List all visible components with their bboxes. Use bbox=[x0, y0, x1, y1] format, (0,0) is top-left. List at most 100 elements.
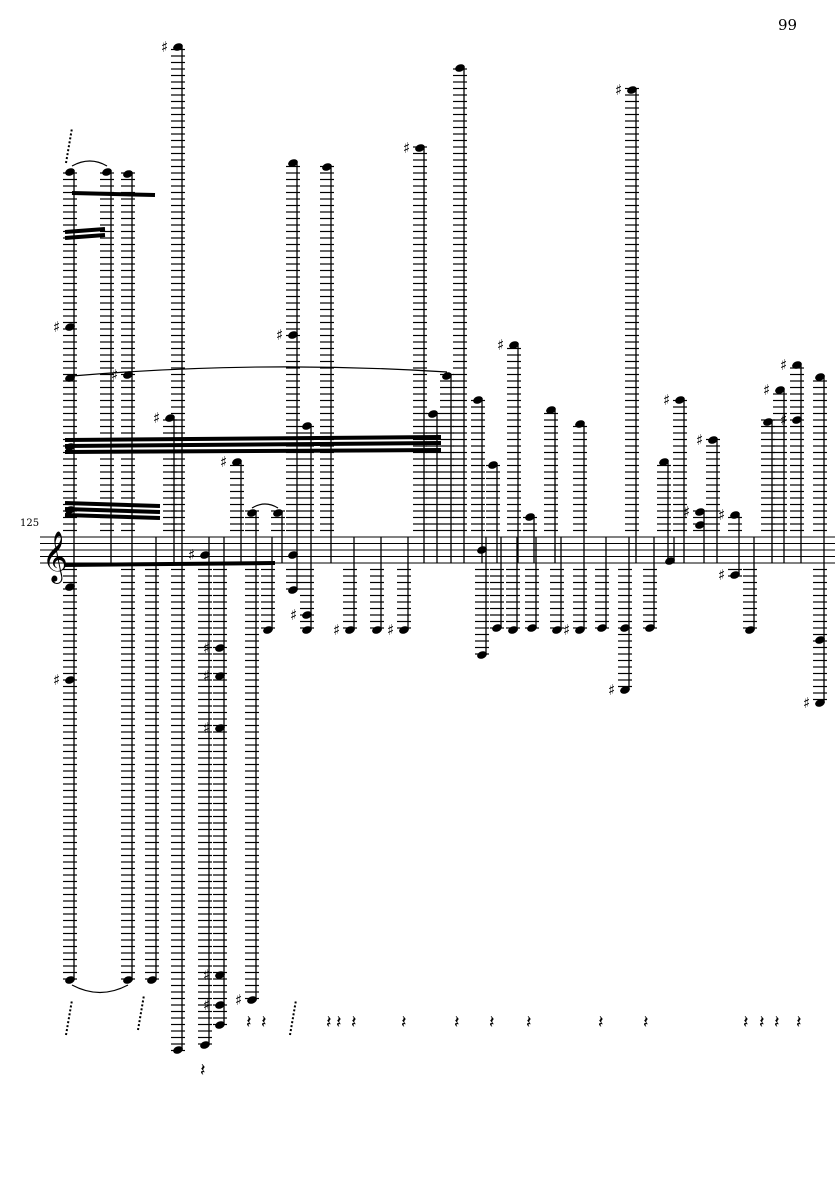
notehead bbox=[695, 508, 705, 516]
notehead bbox=[708, 436, 718, 444]
quarter-rest-icon: 𝄽 bbox=[326, 1012, 332, 1033]
quarter-rest-icon: 𝄽 bbox=[401, 1012, 407, 1033]
notehead bbox=[477, 546, 487, 554]
quarter-rest-icon: 𝄽 bbox=[526, 1012, 532, 1033]
notehead bbox=[288, 551, 298, 559]
sharp-icon: ♯ bbox=[203, 996, 210, 1014]
sharp-icon: ♯ bbox=[718, 506, 725, 524]
notehead bbox=[65, 976, 75, 984]
notehead bbox=[527, 624, 537, 632]
notehead bbox=[695, 521, 705, 529]
notehead bbox=[815, 699, 825, 707]
sharp-icon: ♯ bbox=[663, 391, 670, 409]
notehead bbox=[763, 418, 773, 426]
notehead bbox=[247, 509, 257, 517]
sharp-icon: ♯ bbox=[763, 381, 770, 399]
notehead bbox=[288, 331, 298, 339]
sharp-icon: ♯ bbox=[608, 681, 615, 699]
notehead bbox=[123, 170, 133, 178]
notehead bbox=[102, 168, 112, 176]
notehead bbox=[775, 386, 785, 394]
sharp-icon: ♯ bbox=[220, 453, 227, 471]
notehead bbox=[123, 976, 133, 984]
sharp-icon: ♯ bbox=[290, 606, 297, 624]
notehead bbox=[247, 996, 257, 1004]
notehead bbox=[215, 1001, 225, 1009]
beam bbox=[64, 501, 161, 508]
quarter-rest-icon: 𝄽 bbox=[454, 1012, 460, 1033]
notehead bbox=[215, 672, 225, 680]
notehead bbox=[488, 461, 498, 469]
notehead bbox=[730, 571, 740, 579]
sharp-icon: ♯ bbox=[403, 139, 410, 157]
beam bbox=[64, 448, 442, 454]
tie bbox=[71, 160, 108, 167]
notehead bbox=[273, 509, 283, 517]
beam bbox=[64, 441, 442, 448]
tie bbox=[71, 984, 129, 994]
notehead bbox=[215, 644, 225, 652]
beam bbox=[64, 435, 442, 442]
notehead bbox=[215, 724, 225, 732]
notehead bbox=[288, 586, 298, 594]
notehead bbox=[372, 626, 382, 634]
notehead bbox=[215, 971, 225, 979]
measure-number: 125 bbox=[20, 518, 40, 529]
notehead bbox=[173, 1046, 183, 1054]
notehead bbox=[147, 976, 157, 984]
notehead bbox=[509, 341, 519, 349]
quarter-rest-icon: 𝄽 bbox=[200, 1060, 206, 1081]
notehead bbox=[620, 624, 630, 632]
tremolo-mark bbox=[289, 999, 297, 1036]
beam bbox=[64, 561, 276, 567]
sharp-icon: ♯ bbox=[53, 318, 60, 336]
notehead bbox=[792, 361, 802, 369]
sharp-icon: ♯ bbox=[803, 694, 810, 712]
notehead bbox=[288, 159, 298, 167]
quarter-rest-icon: 𝄽 bbox=[643, 1012, 649, 1033]
sharp-icon: ♯ bbox=[615, 81, 622, 99]
notehead bbox=[477, 651, 487, 659]
notehead bbox=[322, 163, 332, 171]
notehead bbox=[215, 1021, 225, 1029]
quarter-rest-icon: 𝄽 bbox=[796, 1012, 802, 1033]
notehead bbox=[428, 410, 438, 418]
quarter-rest-icon: 𝄽 bbox=[743, 1012, 749, 1033]
sharp-icon: ♯ bbox=[497, 336, 504, 354]
beam bbox=[64, 507, 161, 514]
notehead bbox=[65, 583, 75, 591]
slur bbox=[71, 366, 448, 377]
quarter-rest-icon: 𝄽 bbox=[351, 1012, 357, 1033]
notehead bbox=[627, 86, 637, 94]
notehead bbox=[508, 626, 518, 634]
notehead bbox=[473, 396, 483, 404]
notehead bbox=[173, 43, 183, 51]
beam bbox=[64, 513, 161, 520]
sharp-icon: ♯ bbox=[387, 621, 394, 639]
quarter-rest-icon: 𝄽 bbox=[246, 1012, 252, 1033]
notehead bbox=[730, 511, 740, 519]
notehead bbox=[65, 323, 75, 331]
sharp-icon: ♯ bbox=[203, 639, 210, 657]
notehead bbox=[345, 626, 355, 634]
sharp-icon: ♯ bbox=[53, 671, 60, 689]
sharp-icon: ♯ bbox=[333, 621, 340, 639]
notehead bbox=[302, 422, 312, 430]
notehead bbox=[200, 1041, 210, 1049]
notehead bbox=[263, 626, 273, 634]
quarter-rest-icon: 𝄽 bbox=[489, 1012, 495, 1033]
notehead bbox=[65, 676, 75, 684]
sharp-icon: ♯ bbox=[203, 966, 210, 984]
beam bbox=[64, 227, 106, 234]
treble-clef-icon: 𝄞 bbox=[42, 531, 68, 584]
tremolo-mark bbox=[65, 999, 73, 1036]
notehead bbox=[745, 626, 755, 634]
notehead bbox=[165, 414, 175, 422]
notehead bbox=[232, 458, 242, 466]
notehead bbox=[620, 686, 630, 694]
notehead bbox=[123, 371, 133, 379]
sharp-icon: ♯ bbox=[235, 991, 242, 1009]
notehead bbox=[792, 416, 802, 424]
page-number: 99 bbox=[778, 16, 798, 34]
